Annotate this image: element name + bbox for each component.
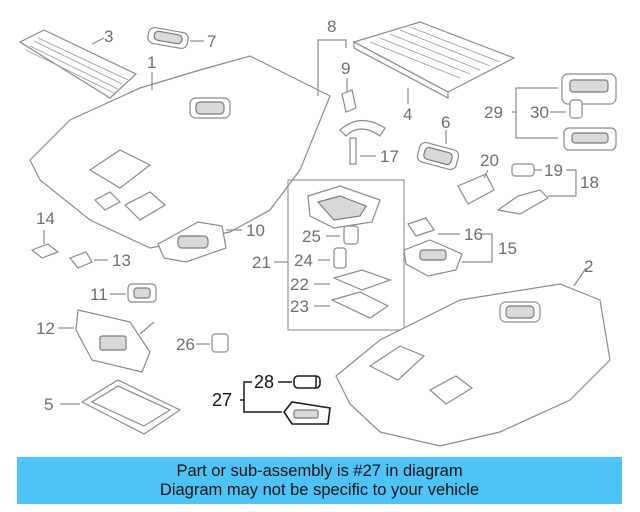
part-19-lamp xyxy=(511,163,535,177)
leader-18 xyxy=(548,169,577,197)
part-11-lamp xyxy=(127,283,157,303)
part-14-clip xyxy=(30,243,60,259)
part-4-panel xyxy=(352,21,516,99)
callout-13: 13 xyxy=(112,251,131,270)
part-9-clip xyxy=(341,89,357,113)
part-22-lens xyxy=(332,269,392,291)
subassembly-box xyxy=(287,179,405,331)
leader-29b xyxy=(515,112,558,139)
callout-9: 9 xyxy=(341,59,350,78)
callout-10: 10 xyxy=(246,221,265,240)
callout-30: 30 xyxy=(530,103,549,122)
leader-29a xyxy=(512,87,558,113)
callout-26: 26 xyxy=(176,335,195,354)
part-16-lamp xyxy=(407,217,435,237)
leader-15 xyxy=(462,233,493,263)
part-6-lens xyxy=(416,141,460,171)
leader-8 xyxy=(317,39,347,48)
callout-25: 25 xyxy=(302,227,321,246)
part-17-handle xyxy=(339,119,386,165)
callout-12: 12 xyxy=(36,319,55,338)
part-29-console-upper xyxy=(561,73,617,105)
callout-22: 22 xyxy=(290,275,309,294)
parts-diagram: 3 7 1 8 9 4 xyxy=(18,17,617,447)
part-18-harness xyxy=(496,189,549,215)
leader-20 xyxy=(483,169,489,179)
callout-29: 29 xyxy=(484,103,503,122)
callout-18: 18 xyxy=(580,173,599,192)
part-15-lamp-assembly xyxy=(403,239,463,277)
callout-17: 17 xyxy=(380,147,399,166)
callout-21: 21 xyxy=(252,253,271,272)
callout-15: 15 xyxy=(498,239,517,258)
part-2-headliner xyxy=(335,283,611,447)
callout-1: 1 xyxy=(147,53,156,72)
callout-16: 16 xyxy=(464,225,483,244)
leader-27b xyxy=(243,400,282,413)
callout-24: 24 xyxy=(294,251,313,270)
part-5-frame xyxy=(80,379,182,435)
leader-3 xyxy=(91,37,105,45)
part-10-console xyxy=(157,221,227,263)
part-12-sun-visor xyxy=(75,309,155,373)
callout-8: 8 xyxy=(327,17,336,36)
banner-line-1: Part or sub-assembly is #27 in diagram xyxy=(176,461,463,480)
callout-28: 28 xyxy=(254,372,274,392)
part-27-lamp xyxy=(283,401,331,425)
callout-6: 6 xyxy=(441,113,450,132)
callout-27: 27 xyxy=(212,390,232,410)
part-30-bulb xyxy=(569,99,583,119)
part-7-lens xyxy=(147,26,189,50)
part-28-bulb xyxy=(293,375,321,389)
part-20-bracket xyxy=(457,173,495,205)
callout-3: 3 xyxy=(104,27,113,46)
part-29-console-lower xyxy=(563,127,617,151)
callout-5: 5 xyxy=(44,395,53,414)
banner-line-2: Diagram may not be specific to your vehi… xyxy=(159,480,480,499)
callout-14: 14 xyxy=(36,209,55,228)
callout-4: 4 xyxy=(403,105,412,124)
callout-23: 23 xyxy=(290,297,309,316)
part-3-pad xyxy=(18,29,138,99)
leader-2 xyxy=(573,267,587,287)
callout-20: 20 xyxy=(480,151,499,170)
part-24-bulb xyxy=(333,247,347,269)
part-1-headliner xyxy=(29,55,331,249)
callout-11: 11 xyxy=(90,285,108,304)
part-25-bulb xyxy=(343,225,359,245)
leader-27a xyxy=(240,381,252,401)
callout-19: 19 xyxy=(544,161,563,180)
part-23-cover xyxy=(330,291,390,319)
callout-2: 2 xyxy=(584,257,593,276)
part-26-clip xyxy=(211,333,229,353)
part-13-clip xyxy=(69,251,93,269)
callout-7: 7 xyxy=(207,32,216,51)
part-21-housing xyxy=(307,185,381,229)
info-banner: Part or sub-assembly is #27 in diagram D… xyxy=(17,457,622,504)
